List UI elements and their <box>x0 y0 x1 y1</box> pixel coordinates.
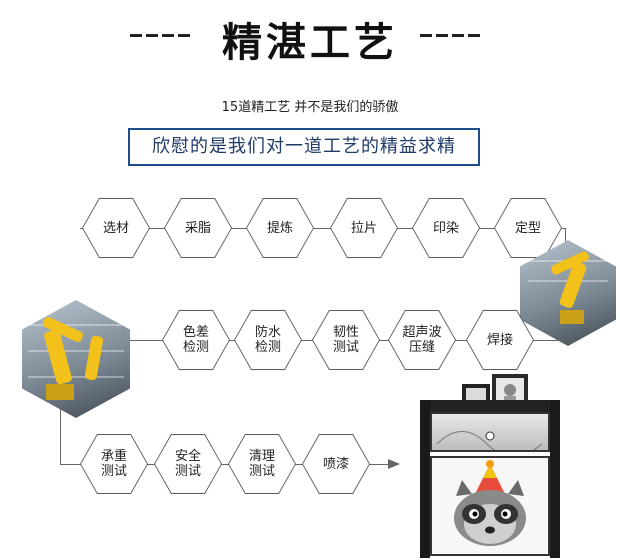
step-hex: 印染 <box>412 198 480 258</box>
cabinet-door <box>430 456 550 556</box>
step-hex: 喷漆 <box>302 434 370 494</box>
flow-arrow <box>388 459 400 469</box>
cabinet-product <box>420 400 560 558</box>
step-label: 喷漆 <box>322 456 349 472</box>
raccoon-illustration <box>454 460 526 546</box>
step-label: 拉片 <box>350 220 377 236</box>
step-hex: 承重 测试 <box>80 434 148 494</box>
step-label: 印染 <box>432 220 459 236</box>
step-label: 承重 测试 <box>100 449 127 479</box>
slogan-text: 欣慰的是我们对一道工艺的精益求精 <box>152 136 456 157</box>
title-dash-right <box>420 34 480 37</box>
step-hex: 清理 测试 <box>228 434 296 494</box>
step-hex: 采脂 <box>164 198 232 258</box>
step-hex: 拉片 <box>330 198 398 258</box>
flow-line-row3 <box>60 464 390 465</box>
step-label: 定型 <box>514 220 541 236</box>
step-label: 防水 检测 <box>254 325 281 355</box>
title-area: 精湛工艺 <box>0 8 620 66</box>
step-label: 超声波 压缝 <box>402 325 442 355</box>
cabinet-frame-right <box>550 400 560 558</box>
flow-line-row1 <box>80 228 565 229</box>
step-hex: 防水 检测 <box>234 310 302 370</box>
step-hex: 安全 测试 <box>154 434 222 494</box>
page-title: 精湛工艺 <box>222 20 398 66</box>
robot-photo-left <box>22 300 130 418</box>
step-label: 焊接 <box>486 332 513 348</box>
step-hex: 超声波 压缝 <box>388 310 456 370</box>
cabinet-frame-left <box>420 400 430 558</box>
step-label: 采脂 <box>184 220 211 236</box>
slogan-box: 欣慰的是我们对一道工艺的精益求精 <box>128 128 480 166</box>
cabinet-drawer <box>430 412 550 457</box>
step-label: 色差 检测 <box>182 325 209 355</box>
step-label: 清理 测试 <box>248 449 275 479</box>
step-label: 安全 测试 <box>174 449 201 479</box>
step-hex: 色差 检测 <box>162 310 230 370</box>
step-label: 韧性 测试 <box>332 325 359 355</box>
step-label: 选材 <box>102 220 129 236</box>
step-hex: 提炼 <box>246 198 314 258</box>
cabinet-top <box>420 400 560 412</box>
step-label: 提炼 <box>266 220 293 236</box>
title-dash-left <box>130 34 190 37</box>
step-hex: 选材 <box>82 198 150 258</box>
step-hex: 韧性 测试 <box>312 310 380 370</box>
subtitle: 15道精工艺 并不是我们的骄傲 <box>221 100 399 115</box>
